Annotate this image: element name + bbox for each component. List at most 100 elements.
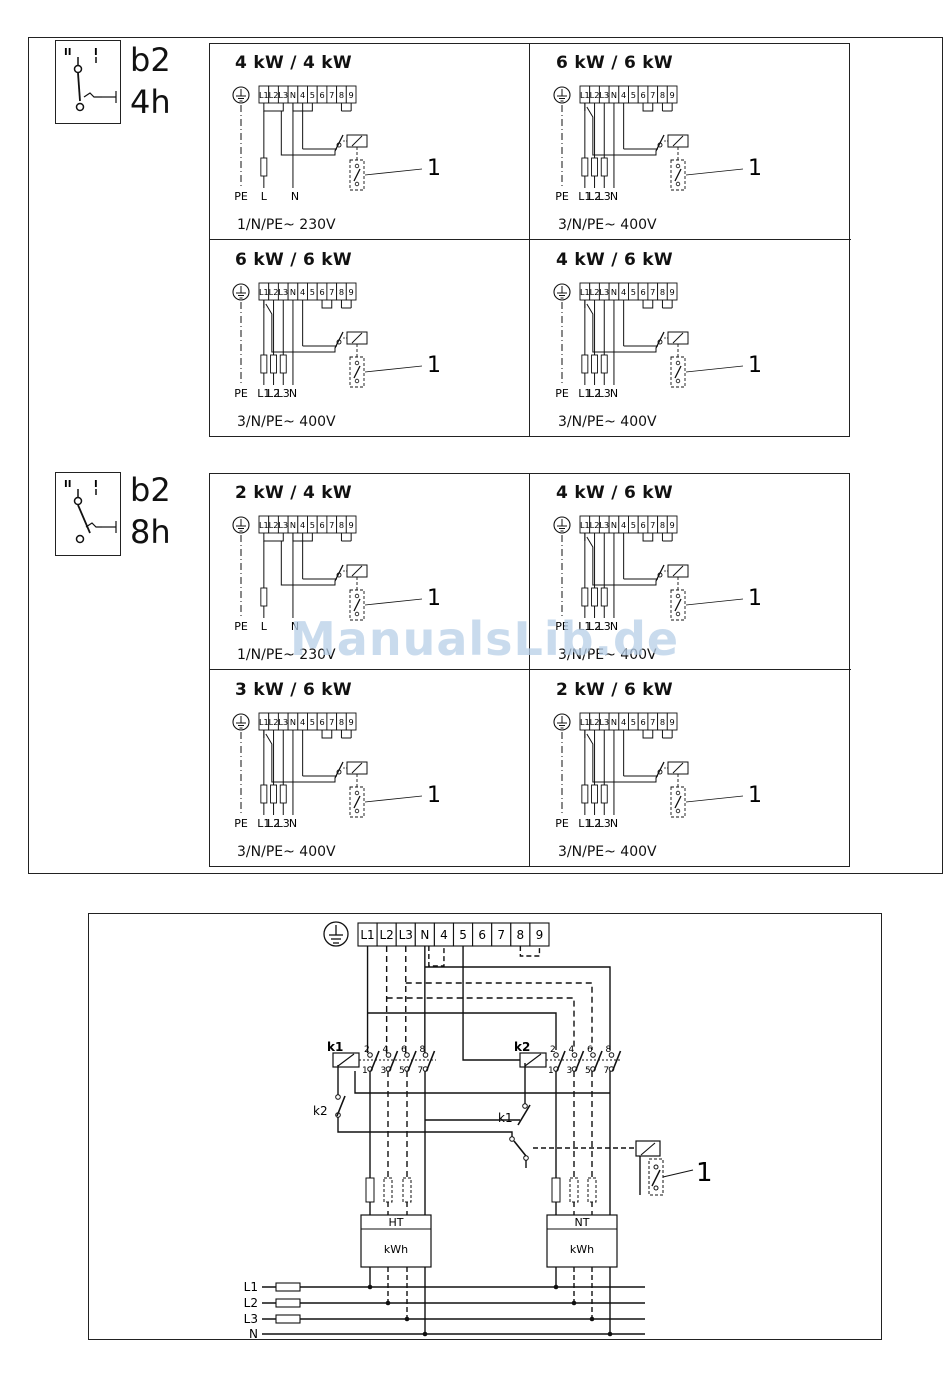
terminal-label: 5 [310,287,315,297]
terminal-label: N [290,90,296,100]
wire-label: L3 [277,817,290,830]
wire-label: L3 [277,387,290,400]
cell-power-rating: 4 kW / 6 kW [556,250,673,270]
cell-supply-spec: 3/N/PE~ 400V [237,844,336,860]
ground-icon [553,86,571,104]
cell-supply-spec: 3/N/PE~ 400V [558,647,657,663]
terminal-label: 9 [349,90,354,100]
cell-supply-spec: 3/N/PE~ 400V [237,414,336,430]
terminal-label: L1 [259,717,269,727]
terminal-label: 4 [300,520,305,530]
wire-label: PE [555,190,569,203]
terminal-label: L1 [580,717,590,727]
cell-supply-spec: 3/N/PE~ 400V [558,217,657,233]
terminal-label: 6 [640,717,645,727]
terminal-label: 9 [349,520,354,530]
terminal-label: 5 [631,717,636,727]
terminal-label: N [611,520,617,530]
terminal-label: 6 [640,520,645,530]
wire-label: L1 [578,620,591,633]
terminal-label: 5 [310,90,315,100]
callout-number: 1 [748,156,762,181]
switch-mark-ii: II [64,479,71,490]
wire-label: N [289,387,297,400]
ground-icon [553,516,571,534]
ground-icon [232,86,250,104]
terminal-label: 9 [349,287,354,297]
wire-label: L2 [588,817,601,830]
ground-icon [232,283,250,301]
terminal-label: L3 [278,287,288,297]
terminal-label: L1 [580,90,590,100]
timer-switch-icon: II I [64,479,117,544]
terminal-label: 4 [621,717,626,727]
terminal-label: L2 [269,717,279,727]
section-frame-bottom [88,913,882,1340]
wire-label: L2 [588,387,601,400]
wire-label: N [610,190,618,203]
wire-label: L2 [588,620,601,633]
wire-label: PE [234,620,248,633]
wire-label: PE [234,817,248,830]
terminal-label: L3 [278,717,288,727]
terminal-label: L1 [580,520,590,530]
ground-icon [232,516,250,534]
wire-label: PE [555,387,569,400]
wire-label: L3 [598,387,611,400]
cell-power-rating: 2 kW / 4 kW [235,483,352,503]
terminal-label: L1 [259,287,269,297]
ground-icon [553,283,571,301]
callout-number: 1 [427,156,441,181]
callout-number: 1 [748,353,762,378]
terminal-label: 6 [640,90,645,100]
terminal-label: L3 [599,717,609,727]
terminal-label: L1 [580,287,590,297]
wire-label: L1 [578,387,591,400]
terminal-label: 4 [621,520,626,530]
callout-number: 1 [748,586,762,611]
terminal-label: 5 [631,520,636,530]
switch-mark-i: I [94,479,98,490]
cell-power-rating: 2 kW / 6 kW [556,680,673,700]
wire-label: L2 [267,387,280,400]
terminal-label: 6 [319,90,324,100]
terminal-label: 5 [310,717,315,727]
wire-label: PE [234,387,248,400]
terminal-label: 6 [319,520,324,530]
terminal-label: 9 [349,717,354,727]
terminal-label: L2 [590,287,600,297]
wire-label: L1 [578,190,591,203]
terminal-label: 5 [631,90,636,100]
wire-label: N [610,620,618,633]
terminal-label: N [611,287,617,297]
cell-power-rating: 6 kW / 6 kW [235,250,352,270]
wire-label: L1 [257,817,270,830]
terminal-label: L2 [269,90,279,100]
symbol-label-b2-top: b2 [130,41,171,79]
terminal-label: N [290,717,296,727]
timer-switch-icon: II I [64,47,117,112]
wire-label: L3 [598,620,611,633]
cell-power-rating: 4 kW / 6 kW [556,483,673,503]
terminal-label: 7 [650,520,655,530]
terminal-label: 5 [310,520,315,530]
terminal-label: 4 [621,287,626,297]
terminal-label: 8 [339,287,344,297]
terminal-label: 6 [640,287,645,297]
terminal-label: L3 [599,520,609,530]
terminal-label: 9 [670,717,675,727]
wire-label: L2 [588,190,601,203]
symbol-label-8h: 8h [130,513,171,551]
terminal-label: 4 [300,287,305,297]
terminal-label: 4 [621,90,626,100]
symbol-label-b2-mid: b2 [130,471,171,509]
